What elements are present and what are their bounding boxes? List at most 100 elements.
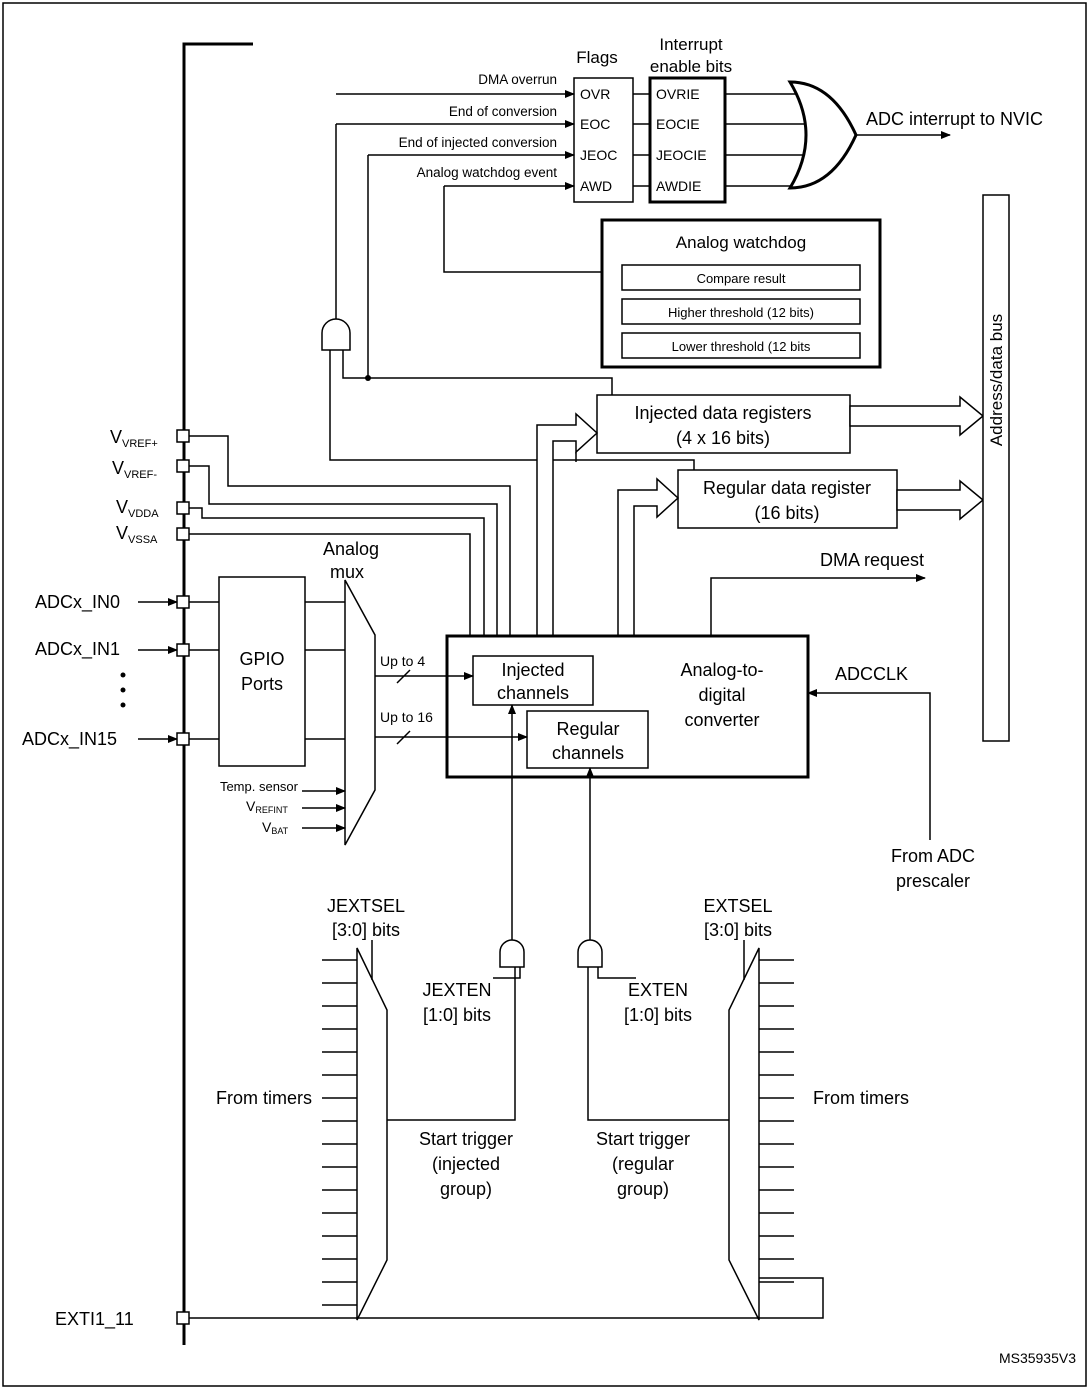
flag-awd: AWD — [580, 178, 612, 194]
regular-trigger-path — [587, 967, 729, 1121]
regular-to-bus-arrow — [896, 479, 985, 521]
and-gate-eoc-input-a — [329, 350, 695, 470]
jeoc-label: End of injected conversion — [399, 135, 557, 150]
regular-channels-2: channels — [552, 743, 624, 763]
injected-data-path — [536, 412, 599, 652]
dma-overrun-label: DMA overrun — [478, 72, 557, 87]
injected-trigger-path — [387, 967, 516, 1121]
gpio-to-mux-lines — [305, 601, 345, 740]
exten-and-gate — [577, 939, 603, 968]
and-gate-eoc-input-b — [342, 350, 613, 395]
vref-plus-line — [189, 435, 511, 636]
regular-register-line2: (16 bits) — [754, 503, 819, 523]
pin-to-gpio-lines — [189, 601, 219, 740]
right-timer-lines — [759, 959, 794, 1283]
watchdog-to-awd-line — [443, 186, 602, 273]
flags-box — [573, 77, 634, 203]
label-vssa: VVSSA — [116, 523, 158, 546]
enable-to-or-lines — [725, 93, 806, 187]
gpio-line1: GPIO — [239, 649, 284, 669]
address-data-bus-label: Address/data bus — [987, 314, 1006, 446]
interrupt-bits-box — [648, 76, 727, 204]
jextsel-label-1: JEXTSEL — [327, 896, 405, 916]
label-vref-minus: VVREF- — [112, 458, 157, 481]
gpio-ports-box — [218, 576, 306, 767]
watchdog-row-high — [621, 298, 861, 325]
temp-sensor-label: Temp. sensor — [220, 779, 299, 794]
pin-vref-minus — [176, 459, 190, 473]
from-timers-left: From timers — [216, 1088, 312, 1108]
vbat-label: VBAT — [262, 819, 289, 836]
jexten-label-2: [1:0] bits — [423, 1005, 491, 1025]
injected-channels-1: Injected — [501, 660, 564, 680]
from-adc-prescaler-2: prescaler — [896, 871, 970, 891]
dma-request-label: DMA request — [820, 550, 924, 570]
watchdog-high-text: Higher threshold (12 bits) — [668, 305, 814, 320]
up-to-4-label: Up to 4 — [380, 653, 425, 669]
or-gate — [787, 80, 858, 190]
int-bit-jeocie: JEOCIE — [656, 147, 707, 163]
pin-vssa — [176, 527, 190, 541]
regular-channels-box — [526, 710, 649, 769]
from-adc-prescaler-1: From ADC — [891, 846, 975, 866]
watchdog-row-low — [621, 332, 861, 359]
and-gate-eoc — [321, 318, 351, 351]
ellipsis-dot-3 — [120, 702, 126, 708]
pin-in1 — [176, 643, 190, 657]
int-bit-eocie: EOCIE — [656, 116, 700, 132]
regular-trigger-mux — [728, 947, 760, 1321]
awd-label: Analog watchdog event — [417, 165, 558, 180]
adcclk-arrow — [807, 689, 931, 840]
pin-in15 — [176, 732, 190, 746]
from-timers-right: From timers — [813, 1088, 909, 1108]
int-bit-awdie: AWDIE — [656, 178, 701, 194]
vdda-line — [189, 507, 485, 636]
eoc-label: End of conversion — [449, 104, 557, 119]
start-regular-2: (regular — [612, 1154, 674, 1174]
flag-ovr: OVR — [580, 86, 610, 102]
label-vdda: VVDDA — [116, 497, 159, 520]
label-vref-plus: VVREF+ — [110, 427, 158, 450]
start-regular-3: group) — [617, 1179, 669, 1199]
adc-text-3: converter — [684, 710, 759, 730]
injected-to-bus-arrow — [849, 395, 985, 437]
bus-slash-4 — [396, 669, 411, 684]
vrefint-label: VREFINT — [246, 798, 288, 815]
jexten-label-1: JEXTEN — [422, 980, 491, 1000]
input-in0-label: ADCx_IN0 — [35, 592, 120, 613]
exten-label-2: [1:0] bits — [624, 1005, 692, 1025]
figure-id: MS35935V3 — [999, 1350, 1076, 1366]
exten-control-line — [597, 967, 636, 979]
injected-registers-line2: (4 x 16 bits) — [676, 428, 770, 448]
flags-heading: Flags — [576, 48, 618, 67]
extsel-label-1: EXTSEL — [703, 896, 772, 916]
watchdog-compare-text: Compare result — [697, 271, 786, 286]
analog-watchdog-title: Analog watchdog — [676, 233, 806, 252]
pin-vdda — [176, 501, 190, 515]
flag-eoc: EOC — [580, 116, 610, 132]
start-injected-3: group) — [440, 1179, 492, 1199]
jexten-and-gate — [499, 939, 525, 968]
ellipsis-dot-1 — [120, 672, 126, 678]
input-in15-label: ADCx_IN15 — [22, 729, 117, 750]
injected-registers-line1: Injected data registers — [634, 403, 811, 423]
analog-mux — [344, 579, 376, 846]
extsel-label-2: [3:0] bits — [704, 920, 772, 940]
start-regular-1: Start trigger — [596, 1129, 690, 1149]
adcclk-label: ADCCLK — [835, 664, 908, 684]
up-to-16-label: Up to 16 — [380, 709, 433, 725]
regular-register-line1: Regular data register — [703, 478, 871, 498]
int-bit-ovrie: OVRIE — [656, 86, 700, 102]
exti-line — [189, 1277, 824, 1319]
address-data-bus — [982, 194, 1010, 742]
left-timer-lines — [322, 959, 357, 1306]
junction-dot — [365, 375, 371, 381]
injected-trigger-mux — [356, 947, 388, 1321]
analog-mux-label-1: Analog — [323, 539, 379, 559]
interrupt-enable-heading-2: enable bits — [650, 57, 732, 76]
exten-label-1: EXTEN — [628, 980, 688, 1000]
flag-jeoc: JEOC — [580, 147, 617, 163]
jexten-control-line — [493, 967, 521, 979]
